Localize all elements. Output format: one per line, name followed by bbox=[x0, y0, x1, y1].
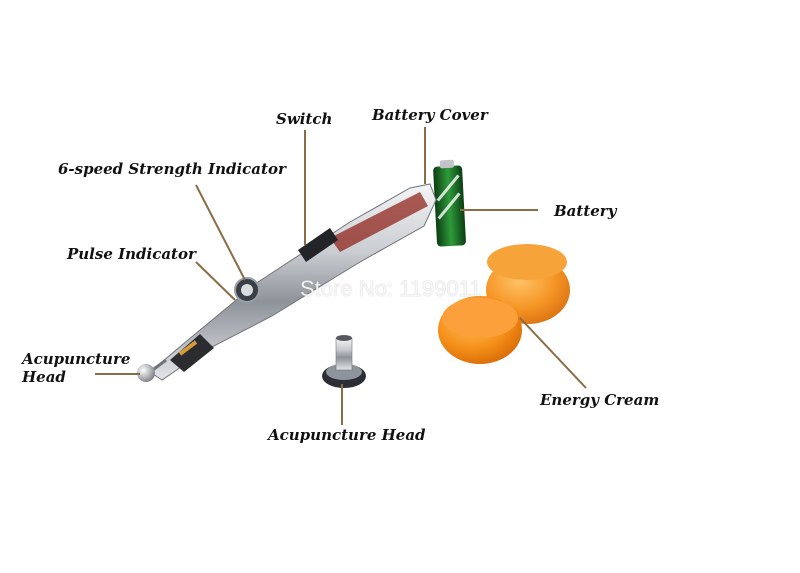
battery-image bbox=[433, 159, 466, 247]
label-pulse-indicator: Pulse Indicator bbox=[67, 245, 196, 263]
label-energy-cream: Energy Cream bbox=[540, 391, 660, 409]
label-switch: Switch bbox=[276, 110, 333, 128]
acupuncture-head-part bbox=[322, 335, 366, 388]
label-battery-cover: Battery Cover bbox=[372, 106, 488, 124]
energy-cream-jar bbox=[438, 244, 570, 364]
label-battery: Battery bbox=[554, 202, 617, 220]
label-strength-indicator: 6-speed Strength Indicator bbox=[58, 160, 286, 178]
label-acupuncture-head-left-line2: Head bbox=[22, 368, 66, 386]
store-watermark: Store No: 1199011 bbox=[300, 276, 482, 301]
leader-lines bbox=[95, 127, 587, 425]
acupuncture-pen bbox=[137, 183, 437, 382]
label-acupuncture-head-left-line1: Acupuncture bbox=[22, 350, 131, 368]
label-acupuncture-head-center: Acupuncture Head bbox=[268, 426, 426, 444]
